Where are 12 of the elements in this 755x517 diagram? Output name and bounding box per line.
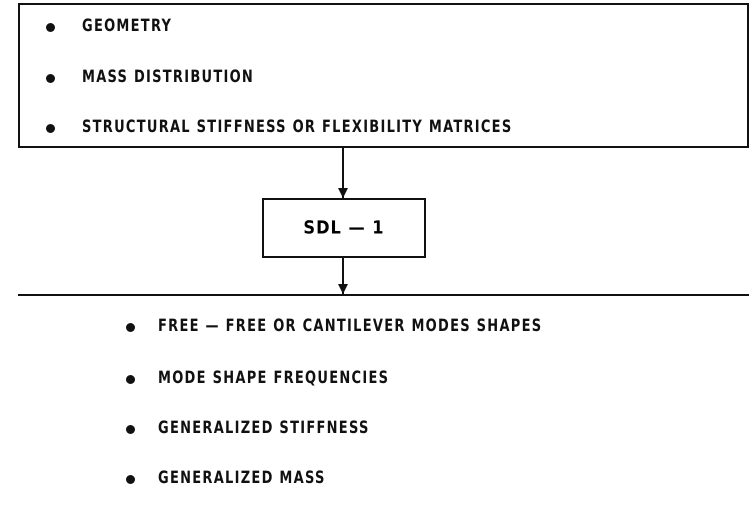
input-box [18,3,749,148]
list-item: FREE — FREE OR CANTILEVER MODES SHAPES [158,316,542,336]
list-item: MODE SHAPE FREQUENCIES [158,368,390,388]
arrow [338,148,348,198]
list-item: GENERALIZED MASS [158,468,326,488]
list-item: MASS DISTRIBUTION [82,67,254,87]
list-item: STRUCTURAL STIFFNESS OR FLEXIBILITY MATRICES [82,117,512,137]
arrow [338,258,348,294]
process-box [262,198,426,258]
process-label: SDL — 1 [302,218,386,238]
list-item: GEOMETRY [82,16,172,36]
list-item: GENERALIZED STIFFNESS [158,418,370,438]
